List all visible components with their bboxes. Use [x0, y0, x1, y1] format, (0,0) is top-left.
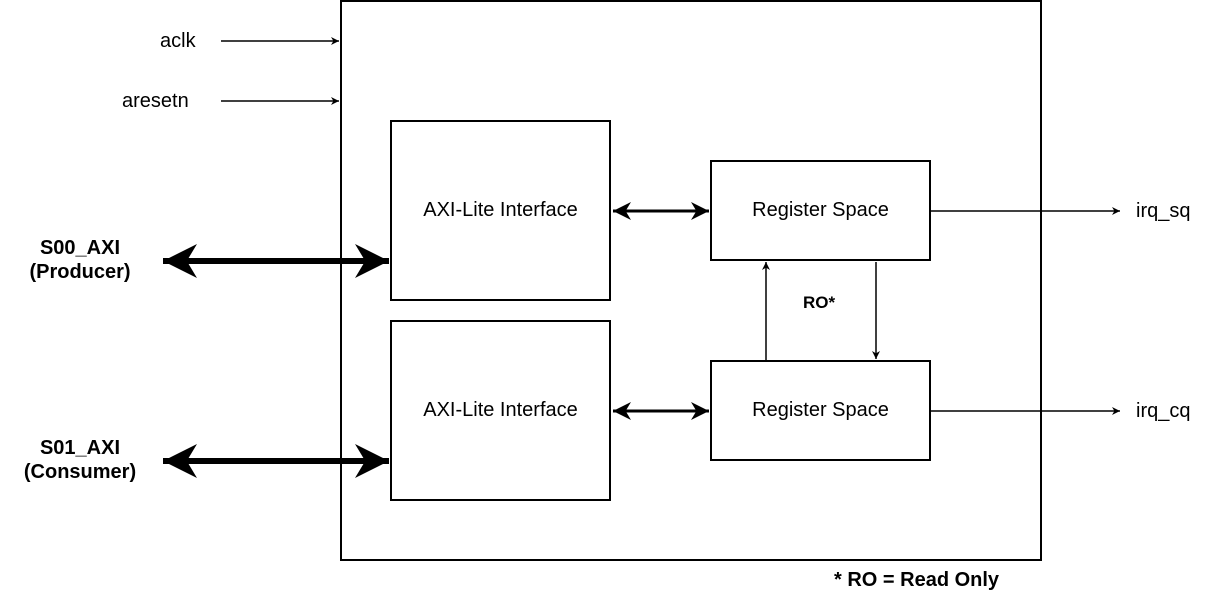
axi-lite-interface-bottom-label: AXI-Lite Interface [423, 399, 578, 421]
register-space-bottom-label: Register Space [752, 399, 889, 421]
s01-port-label: S01_AXI (Consumer) [10, 436, 150, 484]
axi-lite-interface-bottom: AXI-Lite Interface [390, 320, 611, 501]
s01-port-role: (Consumer) [23, 461, 137, 483]
irq-sq-label: irq_sq [1136, 200, 1191, 222]
register-space-top-label: Register Space [752, 199, 889, 221]
irq-cq-label: irq_cq [1136, 400, 1191, 422]
footnote: * RO = Read Only [834, 569, 1000, 591]
ro-label: RO* [803, 293, 836, 312]
register-space-top: Register Space [710, 160, 931, 261]
aresetn-label: aresetn [122, 90, 189, 112]
s00-port-name: S00_AXI [39, 237, 121, 259]
aclk-label: aclk [160, 30, 196, 52]
s00-port-label: S00_AXI (Producer) [10, 236, 150, 284]
register-space-bottom: Register Space [710, 360, 931, 461]
s00-port-role: (Producer) [29, 261, 131, 283]
axi-lite-interface-top-label: AXI-Lite Interface [423, 199, 578, 221]
axi-lite-interface-top: AXI-Lite Interface [390, 120, 611, 301]
s01-port-name: S01_AXI [39, 437, 121, 459]
